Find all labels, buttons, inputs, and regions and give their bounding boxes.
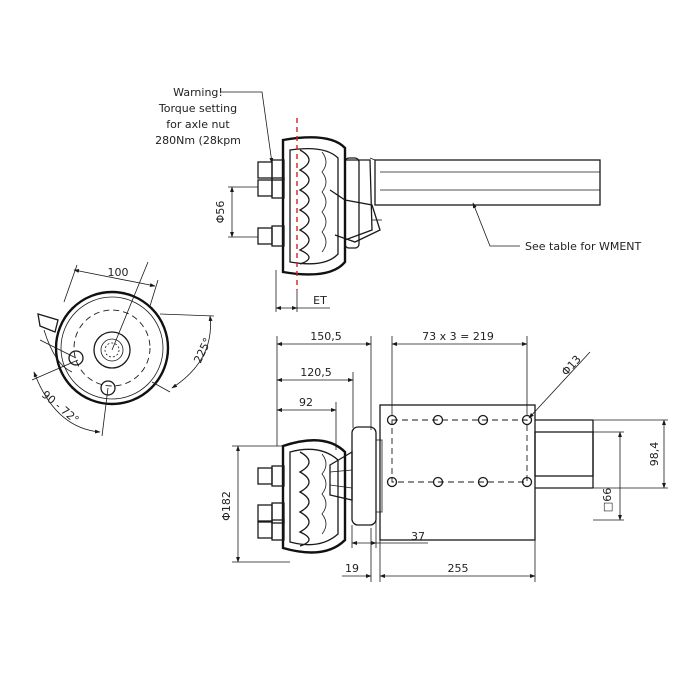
stud-hole-1 bbox=[68, 350, 84, 366]
beam-height-label: 98,4 bbox=[648, 442, 661, 467]
top-hub-view: Warning! Torque setting for axle nut 280… bbox=[155, 86, 642, 312]
drum-fins-bottom bbox=[298, 451, 327, 547]
drum-outer-circle bbox=[54, 290, 170, 406]
hub-cap bbox=[93, 331, 131, 369]
hole-dia-label: Φ13 bbox=[559, 353, 584, 379]
dim-120: 120,5 bbox=[276, 366, 354, 428]
stud-circle-label: Φ56 bbox=[214, 201, 227, 224]
dim-100: 100 bbox=[63, 261, 159, 351]
warning-line-4: 280Nm (28kpm bbox=[155, 134, 241, 147]
dim-37-label: 37 bbox=[411, 530, 425, 543]
wheel-studs-top bbox=[257, 159, 285, 247]
torque-warning-note: Warning! Torque setting for axle nut 280… bbox=[155, 86, 274, 164]
warning-line-3: for axle nut bbox=[166, 118, 230, 131]
dim-100-label: 100 bbox=[108, 266, 129, 279]
dim-150-label: 150,5 bbox=[310, 330, 342, 343]
bottom-hub-view: 150,5 120,5 92 73 x 3 = 219 Φ13 bbox=[220, 330, 668, 582]
dim-37: 37 bbox=[351, 520, 428, 548]
see-table-callout: See table for WMENT bbox=[472, 202, 642, 253]
swing-arm bbox=[37, 313, 59, 333]
see-table-label: See table for WMENT bbox=[525, 240, 642, 253]
spring-bracket-bottom bbox=[329, 450, 353, 501]
dim-19-255: 19 255 bbox=[342, 528, 536, 582]
dim-drum-diameter: Φ182 bbox=[220, 445, 290, 563]
axle-tube-bottom bbox=[534, 431, 594, 477]
dim-92-label: 92 bbox=[299, 396, 313, 409]
dim-stud-circle: Φ56 bbox=[214, 186, 258, 238]
mounting-plate bbox=[379, 404, 536, 541]
bolt-circle bbox=[73, 309, 151, 387]
dim-et: ET bbox=[275, 270, 330, 312]
dim-hole-diameter: Φ13 bbox=[528, 351, 591, 419]
side-drum-view: 100 225° 90 - 72° bbox=[31, 261, 214, 437]
warning-line-1: Warning! bbox=[173, 86, 223, 99]
axle-tube-top bbox=[374, 159, 601, 206]
brake-drum-bottom bbox=[281, 439, 347, 554]
drum-dia-label: Φ182 bbox=[220, 491, 233, 521]
angle-range-label: 90 - 72° bbox=[39, 388, 81, 427]
dim-19-label: 19 bbox=[345, 562, 359, 575]
hole-spacing-label: 73 x 3 = 219 bbox=[422, 330, 494, 343]
warning-line-2: Torque setting bbox=[158, 102, 237, 115]
dim-150: 150,5 bbox=[276, 330, 372, 446]
dim-255-label: 255 bbox=[448, 562, 469, 575]
dim-beam-height: 98,4 bbox=[593, 419, 668, 489]
dim-92: 92 bbox=[276, 396, 337, 450]
square-tube-label: □66 bbox=[601, 488, 614, 512]
dim-square-tube: □66 bbox=[593, 431, 624, 521]
brake-drum-top bbox=[281, 136, 347, 276]
angle-225-label: 225° bbox=[191, 336, 214, 366]
dim-120-label: 120,5 bbox=[300, 366, 332, 379]
et-label: ET bbox=[313, 294, 327, 307]
stud-hole-2 bbox=[100, 380, 116, 396]
dim-225-angle: 225° bbox=[151, 313, 214, 393]
wheel-studs-bottom bbox=[257, 465, 285, 541]
mounting-holes bbox=[386, 414, 533, 488]
drum-fins-top bbox=[298, 149, 327, 265]
brake-flange-bottom bbox=[351, 426, 377, 526]
hole-pattern-outline bbox=[391, 419, 528, 483]
brake-flange-top bbox=[344, 157, 360, 249]
dim-hole-spacing: 73 x 3 = 219 bbox=[391, 330, 528, 415]
